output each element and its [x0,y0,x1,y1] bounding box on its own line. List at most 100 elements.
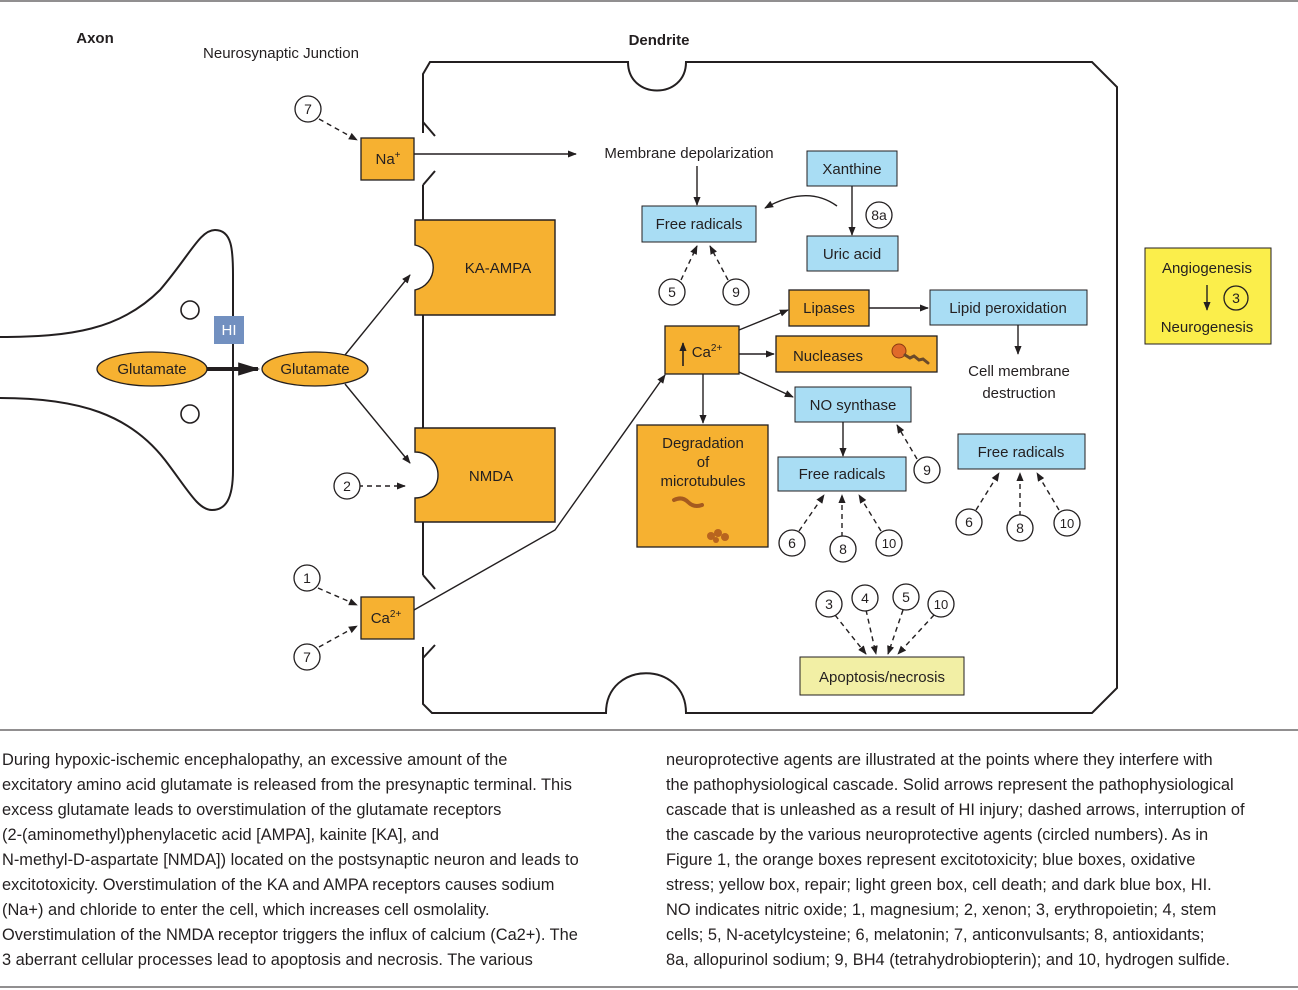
caption-line: excess glutamate leads to overstimulatio… [2,801,502,819]
svg-text:10: 10 [1060,516,1074,531]
lipases-box [788,289,870,327]
svg-text:7: 7 [303,649,311,665]
caption-line: the cascade by the various neuroprotecti… [666,826,1209,844]
svg-text:9: 9 [923,462,931,478]
marker-1-ca: 1 [293,564,321,592]
caption-line: During hypoxic-ischemic encephalopathy, … [2,751,508,769]
dash-5-fr1 [680,245,698,281]
ca-channel-label: Ca2+ [371,609,402,627]
nmda-label: NMDA [469,468,513,485]
uric-acid-box [806,235,899,272]
caption-line: N-methyl-D-aspartate [NMDA]) located on … [2,851,579,869]
dash-6-fr3 [975,472,1000,511]
membrane-depolarization-label: Membrane depolarization [604,145,773,162]
degradation-line3: microtubules [660,473,745,490]
svg-text:1: 1 [303,570,311,586]
marker-8-fr2: 8 [829,535,857,563]
caption-line: 3 aberrant cellular processes lead to ap… [2,951,533,969]
apoptosis-label: Apoptosis/necrosis [819,669,945,686]
caption-line: excitatory amino acid glutamate is relea… [2,776,572,794]
caption-line: neuroprotective agents are illustrated a… [666,751,1213,769]
marker-5-fr1: 5 [658,278,686,306]
apoptosis-box [799,656,965,696]
dash-4-ap [865,609,878,655]
free-radicals-2-label: Free radicals [799,466,886,483]
dash-10-fr2 [858,494,882,532]
caption-right-column: neuroprotective agents are illustrated a… [666,748,1294,973]
marker-9-no: 9 [913,456,941,484]
caption-line: Overstimulation of the NMDA receptor tri… [2,926,578,944]
xanthine-label: Xanthine [822,161,881,178]
dash-1-ca [317,587,358,606]
dash-10-fr3 [1036,472,1060,511]
vesicle-top [180,300,200,320]
free-radicals-3-box [957,433,1086,470]
nmda-receptor [414,427,556,523]
caption-line: NO indicates nitric oxide; 1, magnesium;… [666,901,1217,919]
no-synthase-box [794,386,912,423]
neurogenesis-label: Neurogenesis [1161,319,1254,336]
cell-membrane-destruction-line2: destruction [982,385,1055,402]
degradation-line2: of [697,454,710,471]
dendrite-outline [422,61,1118,714]
svg-text:2: 2 [343,478,351,494]
dash-7-na [318,118,358,141]
dash-9-fr1 [709,245,729,281]
free-radicals-1-label: Free radicals [656,216,743,233]
dash-3-ap [834,614,867,655]
marker-7-na: 7 [294,95,322,123]
lipid-peroxidation-label: Lipid peroxidation [949,300,1067,317]
svg-text:6: 6 [965,514,973,530]
marker-10-ap: 10 [927,590,955,618]
dash-10-ap [897,614,935,655]
marker-10-fr2: 10 [875,529,903,557]
svg-text:3: 3 [825,596,833,612]
caption-line: the pathophysiological cascade. Solid ar… [666,776,1234,794]
na-label: Na+ [375,150,400,168]
marker-2-nmda: 2 [333,472,361,500]
microtubule-fragments-icon [707,529,729,543]
glutamate-presynaptic-label: Glutamate [117,361,186,378]
lipases-label: Lipases [803,300,855,317]
interruption-arrows [317,118,1060,655]
marker-5-ap: 5 [892,583,920,611]
svg-text:9: 9 [732,284,740,300]
microtubule-icon [672,496,704,508]
nucleases-box [775,335,938,373]
ka-ampa-label: KA-AMPA [465,260,531,277]
caption-left-column: During hypoxic-ischemic encephalopathy, … [2,748,642,973]
svg-text:10: 10 [934,597,948,612]
arrow-ca-no-synthase [738,371,794,398]
na-box [360,137,415,181]
arrow-ca-influx [413,374,666,611]
marker-3-ap: 3 [815,590,843,618]
arrow-glutamate-nmda [344,383,411,464]
marker-10-fr3: 10 [1053,509,1081,537]
hi-label: HI [222,322,237,339]
ca-channel-box [360,596,415,640]
uric-acid-label: Uric acid [823,246,881,263]
svg-text:7: 7 [304,101,312,117]
caption-line: cells; 5, N-acetylcysteine; 6, melatonin… [666,926,1205,944]
degradation-line1: Degradation [662,435,744,452]
junction-header: Neurosynaptic Junction [203,45,359,62]
caption-line: excitotoxicity. Overstimulation of the K… [2,876,555,894]
free-radicals-1-box [641,205,757,243]
marker-4-ap: 4 [851,584,879,612]
caption-line: Figure 1, the orange boxes represent exc… [666,851,1196,869]
no-synthase-label: NO synthase [810,397,897,414]
svg-text:5: 5 [902,589,910,605]
marker-9-fr1: 9 [722,278,750,306]
ca-up-box [664,325,740,375]
caption-line: (Na+) and chloride to enter the cell, wh… [2,901,490,919]
free-radicals-2-box [777,456,907,492]
svg-text:8: 8 [1016,520,1024,536]
arrow-ca-lipases [738,309,789,331]
marker-8-fr3: 8 [1006,514,1034,542]
dash-5-ap [887,609,904,655]
ka-ampa-receptor [414,219,556,316]
caption-line: stress; yellow box, repair; light green … [666,876,1212,894]
nucleases-label: Nucleases [793,348,863,365]
dna-fragment-icon [891,343,930,365]
